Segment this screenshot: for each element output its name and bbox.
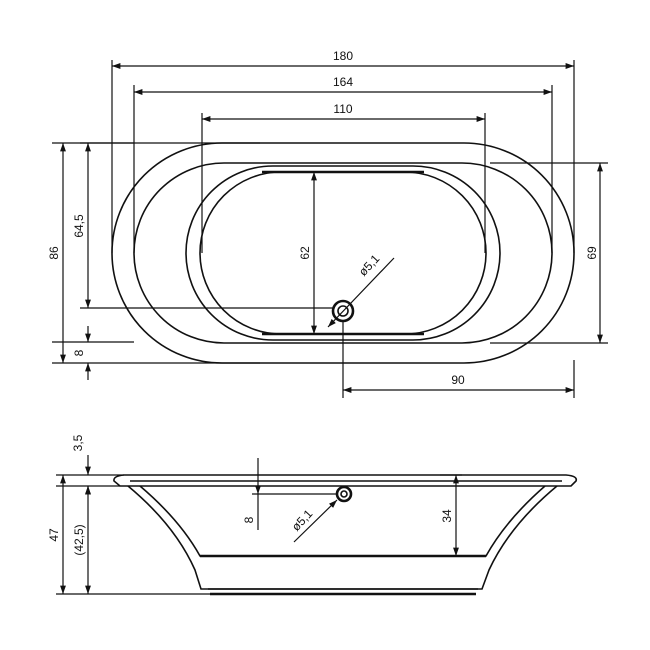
dim-42-5: (42,5) (72, 524, 86, 555)
side-view: 3,5 47 (42,5) 8 34 ø5,1 (47, 434, 578, 596)
drain-diameter-leader (327, 257, 395, 328)
dim-3-5: 3,5 (71, 434, 85, 451)
dim-164: 164 (333, 75, 353, 89)
dim-110: 110 (333, 102, 352, 116)
top-view: 180 164 110 90 86 64,5 8 62 69 ø5,1 (47, 49, 608, 398)
dim-8: 8 (72, 349, 86, 356)
dim-86: 86 (47, 246, 61, 260)
dim-62: 62 (298, 246, 312, 260)
side-drain-outer (335, 485, 353, 503)
dim-34: 34 (440, 509, 454, 523)
tub-bottom-contour-outer (185, 165, 501, 341)
drain-outer (331, 299, 355, 323)
drain-inner (337, 305, 349, 317)
dim-180: 180 (333, 49, 353, 63)
side-drain-inner (340, 490, 348, 498)
side-drain-leader (293, 499, 338, 543)
dim-69: 69 (585, 246, 599, 260)
dim-47: 47 (47, 528, 61, 542)
tub-rim-profile (113, 474, 578, 487)
dim-64-5: 64,5 (72, 214, 86, 238)
dim-drain-diameter-side: ø5,1 (289, 506, 316, 533)
dim-8-side: 8 (242, 516, 256, 523)
tub-bottom-contour-inner (199, 171, 487, 335)
dim-90: 90 (451, 373, 465, 387)
